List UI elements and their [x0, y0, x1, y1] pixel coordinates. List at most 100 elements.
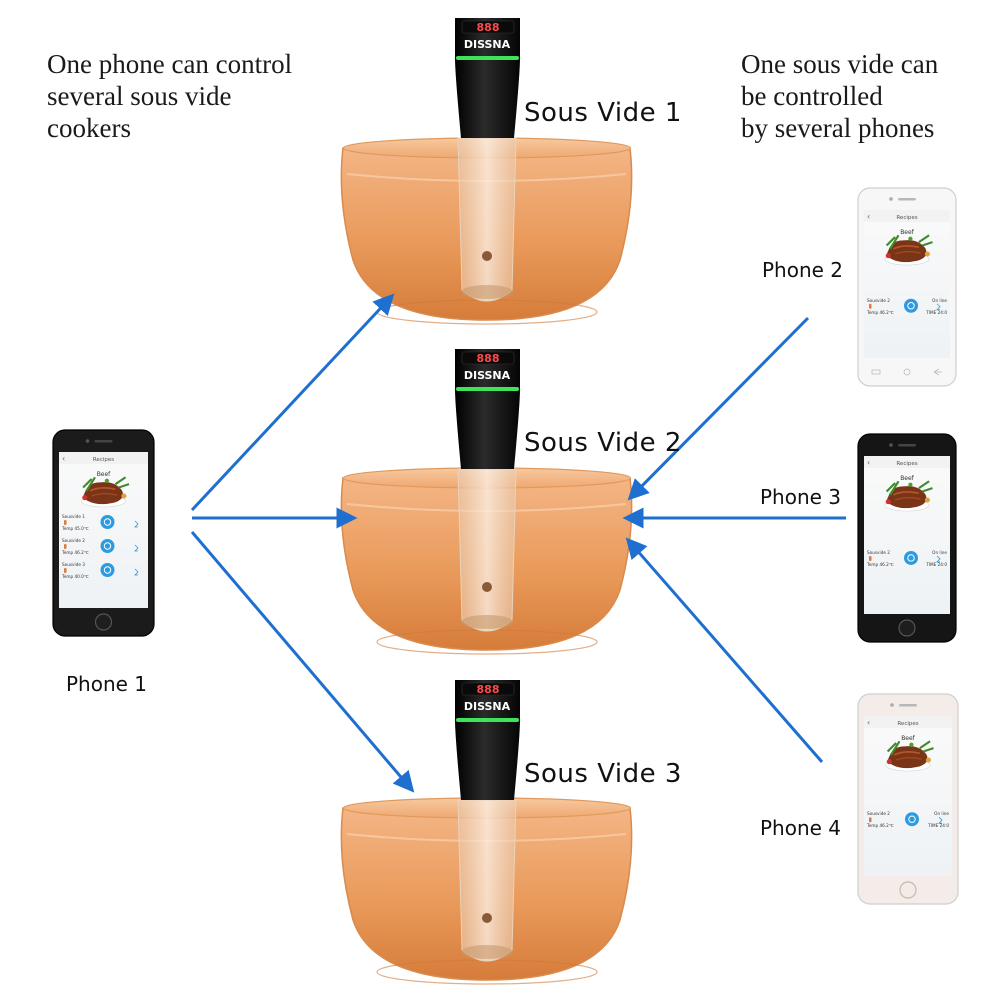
device-name-2-1: Sousvide 2 [867, 298, 890, 303]
device-status-4: On line [934, 811, 949, 816]
hourglass-icon-3 [936, 555, 941, 563]
heater-base-2 [461, 615, 513, 629]
arrows-to-sousvide2 [622, 316, 846, 763]
device-name-4-1: Sousvide 2 [867, 811, 890, 816]
arrow-phone1-to-sousvide3 [190, 531, 415, 793]
back-icon-2: ‹ [867, 212, 870, 221]
sousvide-3-label: Sous Vide 3 [524, 759, 682, 789]
phone-speaker-3 [898, 444, 916, 447]
power-icon-3-1 [907, 554, 915, 562]
home-icon-2[interactable] [903, 368, 911, 376]
arrow-phone2-to-sousvide2 [627, 316, 810, 501]
power-button-1-2[interactable] [100, 539, 115, 553]
heater-base-1 [461, 285, 513, 299]
arrow-phone4-to-sousvide2 [625, 537, 824, 763]
phone-camera-3 [889, 443, 893, 447]
app-recipe-title-2: Beef [900, 229, 914, 236]
hourglass-icon-1-1 [134, 520, 139, 528]
heater-display-reading-1: 888 [477, 21, 500, 34]
heater-sleeve-3 [457, 799, 517, 962]
heater-body-1 [455, 18, 520, 138]
arrow-phone1-to-sousvide1 [190, 293, 395, 512]
device-name-3-1: Sousvide 2 [867, 550, 890, 555]
power-button-3-1[interactable] [904, 550, 918, 565]
app-recipe-title-4: Beef [901, 735, 915, 742]
heater-brand-1: DISSNA [464, 38, 511, 51]
phone-screen-4 [864, 716, 952, 876]
device-temp-1-1: Temp 45.0℃ [61, 526, 89, 531]
heater-display-3 [461, 682, 515, 696]
back-icon-3: ‹ [867, 458, 870, 467]
heater-brand-2: DISSNA [464, 369, 511, 382]
right-caption: One sous vide can be controlled by sever… [741, 49, 939, 143]
device-time-3: TIME 24:0 [925, 562, 947, 567]
heater-brand-3: DISSNA [464, 700, 511, 713]
heater-indicator-dot-3 [482, 913, 492, 923]
power-button-1-1[interactable] [100, 515, 115, 529]
phone-screen-1 [59, 452, 148, 608]
home-button-1[interactable] [94, 613, 113, 631]
back-icon-4: ‹ [867, 718, 870, 727]
left-caption: One phone can control several sous vide … [47, 49, 293, 143]
home-button-3[interactable] [898, 619, 916, 637]
back-nav-icon-2[interactable] [933, 368, 942, 376]
thermometer-icon-1-1 [64, 520, 67, 525]
phone-2-label: Phone 2 [762, 258, 844, 282]
heater-body-2 [455, 349, 520, 469]
heater-base-3 [461, 945, 513, 959]
power-button-4-1[interactable] [905, 812, 919, 827]
thermometer-icon-2-1 [869, 303, 872, 309]
phone-speaker-1 [94, 440, 113, 443]
thermometer-icon-4-1 [869, 817, 872, 823]
hourglass-icon-4 [938, 816, 943, 824]
thermometer-icon-1-3 [64, 568, 67, 573]
phone-1-label: Phone 1 [66, 672, 148, 696]
app-recipe-title-1: Beef [97, 471, 111, 478]
heater-status-ring-1 [456, 56, 519, 60]
home-button-4[interactable] [899, 881, 917, 899]
phone-screen-3 [864, 456, 950, 614]
sousvide-1-label: Sous Vide 1 [524, 98, 682, 128]
app-header-bar-3 [864, 456, 950, 468]
power-icon-1-3 [103, 566, 112, 574]
app-header-title-2: Recipes [896, 215, 917, 221]
power-button-1-3[interactable] [100, 563, 115, 577]
phone-camera-1 [85, 439, 90, 443]
device-temp-4-1: Temp 46.2℃ [866, 823, 894, 828]
app-recipe-title-3: Beef [900, 475, 914, 482]
power-icon-1-2 [103, 542, 112, 550]
phone-3-label: Phone 3 [760, 485, 842, 509]
heater-display-2 [461, 351, 515, 365]
app-header-title-4: Recipes [897, 721, 918, 727]
phone-screen-2 [864, 210, 950, 358]
power-icon-4-1 [908, 815, 916, 823]
arrows-phone1 [190, 293, 415, 793]
hourglass-icon-1-2 [134, 544, 139, 552]
app-header-bar-2 [864, 210, 950, 222]
phone-speaker-2 [898, 198, 916, 201]
app-header-title-3: Recipes [896, 461, 917, 467]
heater-status-ring-2 [456, 387, 519, 391]
heater-body-3 [455, 680, 520, 800]
device-temp-1-3: Temp 40.0℃ [61, 574, 89, 579]
thermometer-icon-1-2 [64, 544, 67, 549]
power-button-2-1[interactable] [904, 298, 918, 313]
menu-icon-2[interactable] [871, 369, 881, 375]
thermometer-icon-3-1 [869, 555, 872, 561]
hourglass-icon-1-3 [134, 568, 139, 576]
phone-camera-4 [890, 703, 894, 707]
